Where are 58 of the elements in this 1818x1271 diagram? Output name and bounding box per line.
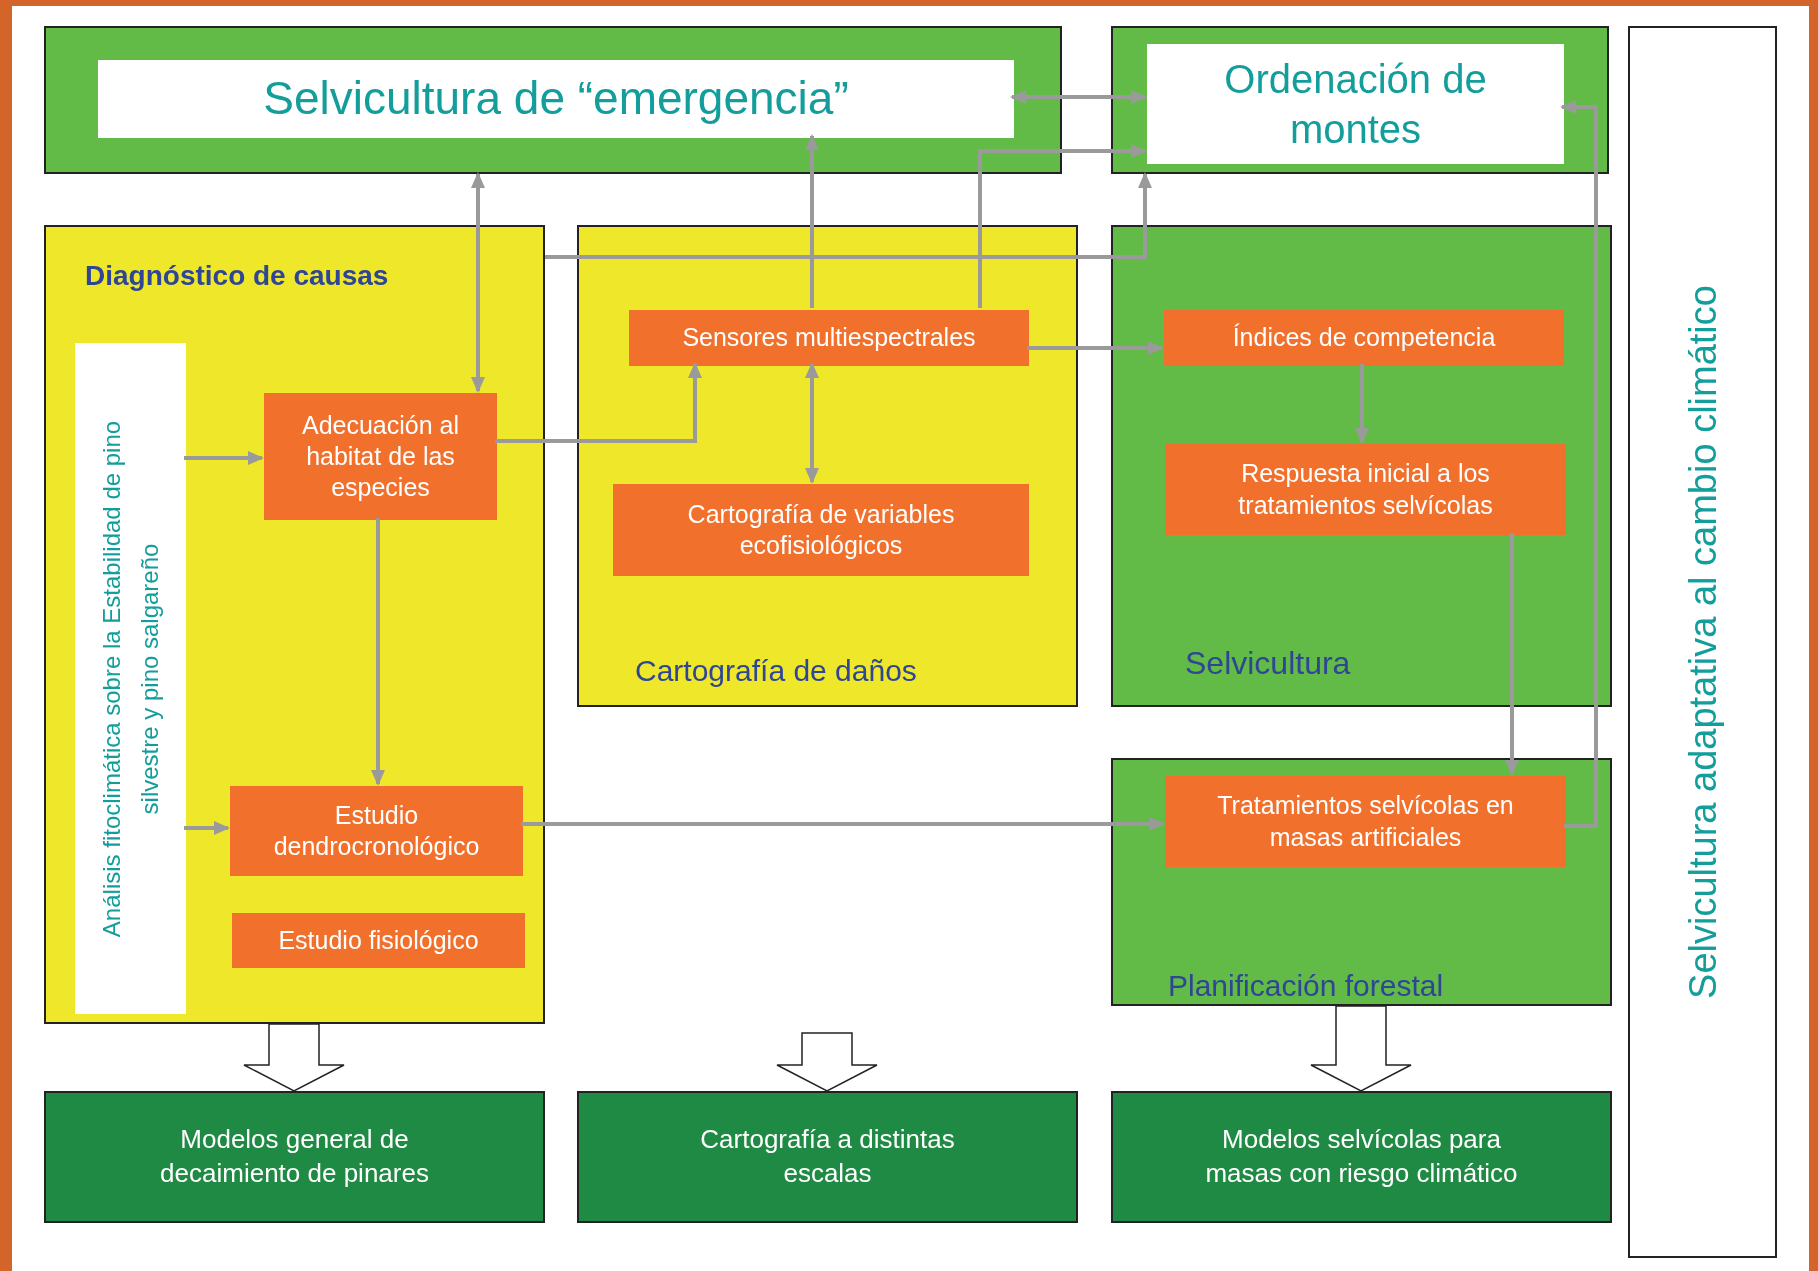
vertical-label-box	[75, 343, 186, 1014]
arrow	[1027, 341, 1164, 355]
arrow	[1010, 90, 1147, 104]
output-box	[577, 1091, 1078, 1223]
header-band	[1111, 26, 1609, 174]
box-label: Sensores multiespectrales	[682, 322, 976, 354]
box-label: Respuesta inicial a los tratamientos selvícolas	[1237, 458, 1494, 521]
panel-title: Cartografía de daños	[635, 653, 917, 689]
panel-title: Selvicultura	[1185, 644, 1351, 683]
title-box	[1147, 44, 1564, 164]
vertical-title-box	[1628, 26, 1777, 1258]
arrow	[545, 172, 1152, 259]
section-panel	[577, 225, 1078, 707]
title: Selvicultura de “emergencia”	[263, 71, 849, 127]
block-arrow	[1310, 1005, 1412, 1092]
arrow	[184, 451, 264, 465]
output-box	[44, 1091, 545, 1223]
arrow	[1560, 100, 1598, 828]
process-box	[230, 786, 523, 876]
arrow	[805, 362, 819, 484]
arrow	[1505, 533, 1519, 776]
process-box	[613, 484, 1029, 576]
box-label: Modelos selvícolas para masas con riesgo climático	[1204, 1123, 1519, 1190]
process-box	[629, 310, 1029, 366]
section-panel	[1111, 225, 1612, 707]
arrow	[978, 144, 1147, 308]
section-panel	[44, 225, 545, 1024]
box-label: Estudio dendrocronológico	[272, 799, 481, 862]
panel-title: Diagnóstico de causas	[85, 259, 389, 293]
arrow	[1355, 364, 1369, 444]
arrow	[471, 172, 485, 393]
box-label: Índices de competencia	[1232, 322, 1496, 354]
box-label: Modelos general de decaimiento de pinares	[159, 1123, 430, 1190]
vertical-label: Análisis fitoclimática sobre la Estabilidad de pino silvestre y pino salgareño	[96, 419, 164, 939]
box-label: Cartografía a distintas escalas	[699, 1123, 956, 1190]
panel-title: Planificación forestal	[1168, 968, 1444, 1004]
title: Ordenación de montes	[1223, 56, 1488, 153]
box-label: Estudio fisiológico	[278, 924, 479, 956]
output-box	[1111, 1091, 1612, 1223]
process-box	[264, 393, 497, 520]
arrow	[371, 518, 385, 786]
block-arrow	[776, 1032, 878, 1092]
arrow	[521, 817, 1165, 831]
process-box	[1165, 776, 1566, 867]
process-box	[1164, 310, 1564, 366]
process-box	[232, 913, 525, 968]
box-label: Tratamientos selvícolas en masas artificiales	[1216, 790, 1515, 853]
block-arrow	[243, 1023, 345, 1092]
box-label: Adecuación al habitat de las especies	[300, 409, 461, 504]
header-band	[44, 26, 1062, 174]
arrow	[184, 821, 230, 835]
process-box	[1165, 444, 1566, 535]
section-panel	[1111, 758, 1612, 1006]
arrow	[805, 134, 819, 308]
vertical-title: Selvicultura adaptativa al cambio climático	[1680, 285, 1725, 999]
arrow	[495, 362, 702, 443]
title-box	[98, 60, 1014, 138]
box-label: Cartografía de variables ecofisiológicos	[686, 498, 956, 561]
